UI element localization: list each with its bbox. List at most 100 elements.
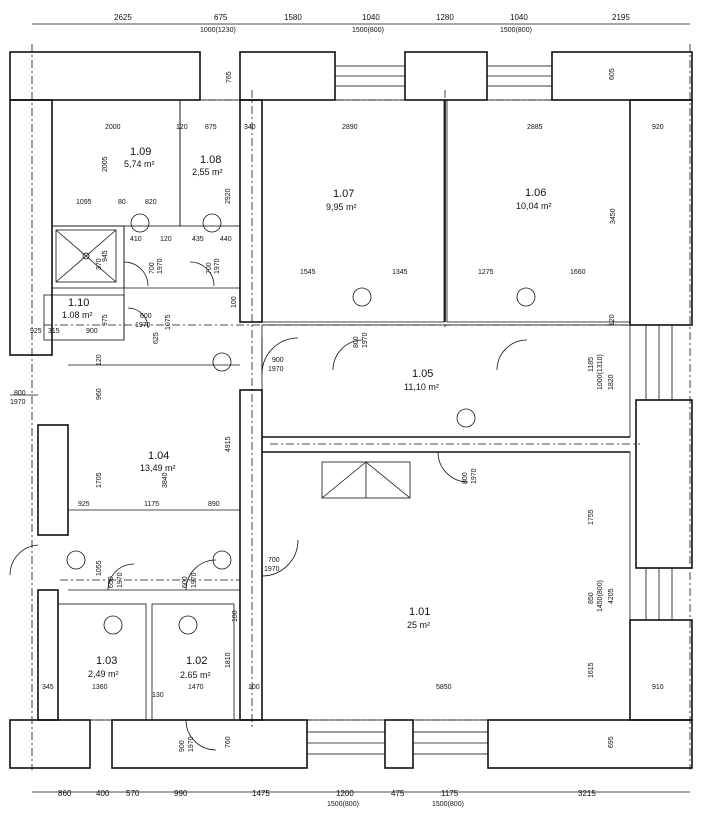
dim-label: 1175 <box>144 501 159 508</box>
bottom-dimensions: 860 400 570 990 1475 1200 475 1175 3215 … <box>58 789 596 808</box>
dim-label: 80 <box>118 199 126 206</box>
dim-label: 1470 <box>188 684 204 691</box>
dim-label: 925 <box>30 328 42 335</box>
dim-label: 605 <box>609 68 616 80</box>
room-id: 1.03 <box>96 655 117 667</box>
room-id: 1.10 <box>68 297 89 309</box>
bottom-dim: 1200 <box>336 789 354 798</box>
dim-label: 1755 <box>588 509 595 525</box>
dim-label: 800 <box>353 336 360 348</box>
room-id: 1.02 <box>186 655 207 667</box>
top-sub-dim: 1500(800) <box>500 27 532 34</box>
dim-label: 1970 <box>188 736 195 752</box>
interior-dimensions: 765 2000 120 875 340 2890 2885 920 2005 … <box>10 68 664 752</box>
dim-label: 100 <box>232 610 239 622</box>
dim-label: 765 <box>226 71 233 83</box>
stair-opening <box>321 461 411 499</box>
room-id: 1.05 <box>412 368 433 380</box>
dim-label: 820 <box>145 199 157 206</box>
dim-label: 1705 <box>96 472 103 488</box>
dim-label: 760 <box>225 736 232 748</box>
room-area: 5,74 m² <box>124 159 155 169</box>
dim-label: 2885 <box>527 124 543 131</box>
dim-label: 910 <box>652 684 664 691</box>
room-area: 9,95 m² <box>326 202 357 212</box>
dim-label: 5850 <box>436 684 452 691</box>
bottom-dim: 1175 <box>441 789 459 798</box>
dim-label: 370 <box>96 258 103 270</box>
dim-label: 875 <box>205 124 217 131</box>
top-sub-dim: 1000(1230) <box>200 27 236 34</box>
room-id: 1.07 <box>333 188 354 200</box>
dim-label: 1185 <box>588 357 595 372</box>
dim-label: 1970 <box>362 332 369 348</box>
dim-label: 700 <box>149 262 156 274</box>
room-labels: 1.09 5,74 m² 1.08 2,55 m² 1.07 9,95 m² 1… <box>62 146 552 680</box>
dim-label: 1970 <box>471 468 478 484</box>
room-id: 1.06 <box>525 187 546 199</box>
room-area: 2,49 m² <box>88 669 119 679</box>
room-id: 1.08 <box>200 154 221 166</box>
bottom-dim: 1475 <box>252 789 270 798</box>
dim-label: 700 <box>268 557 280 564</box>
dim-label: 1095 <box>76 199 92 206</box>
dim-label: 1545 <box>300 269 316 276</box>
dim-label: 1970 <box>268 366 284 373</box>
dim-label: 960 <box>96 388 103 400</box>
dim-label: 1075 <box>165 314 172 330</box>
bottom-dim: 570 <box>126 789 140 798</box>
bottom-dim: 400 <box>96 789 110 798</box>
dim-label: 120 <box>96 354 103 366</box>
dim-label: 600 <box>140 313 152 320</box>
top-dim: 1580 <box>284 13 302 22</box>
dim-label: 3840 <box>162 472 169 488</box>
room-area: 25 m² <box>407 620 430 630</box>
dim-label: 800 <box>14 390 26 397</box>
bottom-sub-dim: 1500(800) <box>327 801 359 808</box>
dim-label: 1660 <box>570 269 586 276</box>
dim-label: 3450 <box>610 208 617 224</box>
dim-label: 920 <box>652 124 664 131</box>
room-area: 11,10 m² <box>404 382 439 392</box>
dim-label: 695 <box>608 736 615 748</box>
dim-label: 4205 <box>608 588 615 604</box>
dim-label: 130 <box>152 692 164 699</box>
bottom-dim: 990 <box>174 789 188 798</box>
center-lines <box>31 44 691 770</box>
bottom-dim: 860 <box>58 789 72 798</box>
dim-label: 1810 <box>225 652 232 668</box>
top-dim: 2195 <box>612 13 630 22</box>
dim-label: 1970 <box>10 399 26 406</box>
dim-label: 1345 <box>392 269 408 276</box>
dim-label: 340 <box>244 124 256 131</box>
dim-label: 1615 <box>588 662 595 678</box>
dim-label: 100 <box>231 296 238 308</box>
dim-label: 2000 <box>105 124 121 131</box>
dim-label: 650 <box>108 576 115 588</box>
dim-label: 345 <box>42 684 54 691</box>
dim-label: 800 <box>462 472 469 484</box>
dim-label: 410 <box>130 236 142 243</box>
dim-label: 1970 <box>214 258 221 274</box>
dim-label: 850 <box>588 592 595 604</box>
dim-label: 900 <box>179 740 186 752</box>
room-area: 10,04 m² <box>516 201 552 211</box>
top-dim: 2625 <box>114 13 132 22</box>
room-area: 2.65 m² <box>180 670 211 680</box>
doors <box>9 213 536 751</box>
dim-label: 1360 <box>92 684 108 691</box>
dim-label: 120 <box>609 314 616 326</box>
dim-label: 1970 <box>135 322 151 329</box>
dim-label: 600 <box>182 576 189 588</box>
dim-label: 945 <box>102 250 109 262</box>
dim-label: 2890 <box>342 124 358 131</box>
room-id: 1.09 <box>130 146 151 158</box>
dim-label: 1970 <box>157 258 164 274</box>
dim-label: 1970 <box>117 572 124 588</box>
dim-label: 315 <box>48 328 60 335</box>
dimension-lines <box>32 23 690 793</box>
dim-label: 1820 <box>608 374 615 390</box>
dim-label: 1000(1310) <box>597 354 604 390</box>
dim-label: 120 <box>160 236 172 243</box>
